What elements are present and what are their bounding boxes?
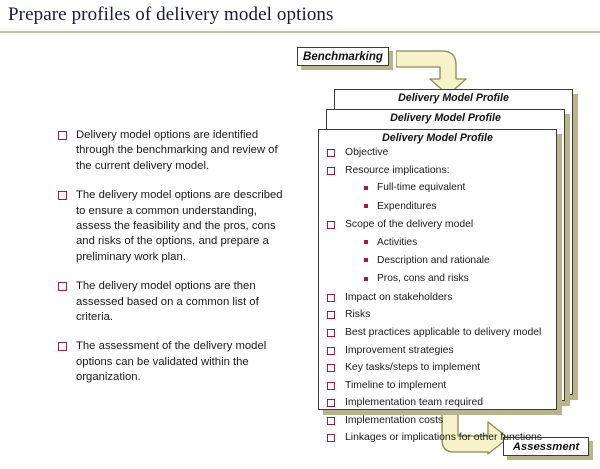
profile-item-text: Scope of the delivery model: [345, 218, 474, 230]
benchmarking-label: Benchmarking: [303, 50, 383, 63]
profile-sublist-item: Pros, cons and risks: [325, 273, 556, 285]
profile-card-header: Delivery Model Profile: [382, 132, 493, 144]
profile-item-text: Objective: [345, 147, 389, 158]
profile-card-header: Delivery Model Profile: [398, 92, 509, 104]
square-bullet-icon: [58, 282, 67, 292]
profile-item-text: Risks: [345, 309, 371, 321]
profile-item-text: Resource implications:: [345, 164, 450, 176]
square-bullet-icon: [58, 342, 67, 352]
left-bullet-text: The delivery model options are then asse…: [76, 280, 259, 324]
left-bullet-text: Delivery model options are identified th…: [76, 129, 278, 172]
profile-item-text: Impact on stakeholders: [345, 291, 453, 303]
elbow-arrow-right-down-icon: [395, 47, 468, 97]
profile-list-item: Implementation costs: [325, 415, 556, 427]
square-bullet-icon: [327, 364, 335, 373]
square-bullet-icon: [327, 346, 335, 355]
page-title: Prepare profiles of delivery model optio…: [8, 4, 334, 25]
profile-list-item: Objective: [325, 147, 556, 159]
profile-sublist-item: Activities: [325, 237, 556, 249]
left-bullet-item: The assessment of the delivery model opt…: [58, 339, 283, 385]
profile-item-text: Implementation team required: [345, 397, 484, 409]
benchmarking-box[interactable]: Benchmarking: [297, 47, 389, 66]
square-bullet-icon: [327, 293, 335, 302]
left-bullet-item: The delivery model options are described…: [58, 188, 283, 265]
profile-item-text: Pros, cons and risks: [377, 273, 469, 285]
profile-item-text: Improvement strategies: [345, 344, 454, 356]
elbow-arrow-down-right-icon: [440, 407, 512, 456]
square-bullet-icon: [327, 149, 335, 157]
profile-item-text: Activities: [377, 236, 418, 248]
assessment-label: Assessment: [512, 440, 580, 453]
profile-item-text: Best practices applicable to delivery mo…: [345, 326, 542, 338]
small-square-bullet-icon: [364, 185, 368, 190]
small-square-bullet-icon: [364, 258, 368, 263]
profile-list-item: Key tasks/steps to implement: [325, 362, 556, 374]
profile-list-item: Impact on stakeholders: [325, 292, 556, 304]
square-bullet-icon: [58, 131, 67, 140]
left-bullet-list: Delivery model options are identified th…: [58, 128, 283, 400]
left-bullet-text: The assessment of the delivery model opt…: [76, 340, 267, 384]
profile-list-item: Scope of the delivery model: [325, 219, 556, 231]
square-bullet-icon: [327, 166, 335, 175]
profile-list-item: Risks: [325, 309, 556, 321]
small-square-bullet-icon: [364, 240, 368, 245]
small-square-bullet-icon: [364, 276, 368, 281]
square-bullet-icon: [327, 381, 335, 390]
square-bullet-icon: [327, 328, 335, 337]
square-bullet-icon: [327, 434, 335, 443]
profile-list-item: Timeline to implement: [325, 380, 556, 392]
small-square-bullet-icon: [364, 204, 368, 209]
profile-item-text: Linkages or implications for other funct…: [345, 432, 542, 444]
profile-item-text: Expenditures: [377, 200, 437, 212]
profile-sublist-item: Expenditures: [325, 201, 556, 213]
profile-card-header: Delivery Model Profile: [390, 112, 501, 124]
left-bullet-item: The delivery model options are then asse…: [58, 279, 283, 325]
profile-list-item: Linkages or implications for other funct…: [325, 432, 556, 444]
left-bullet-item: Delivery model options are identified th…: [58, 128, 283, 174]
assessment-box[interactable]: Assessment: [503, 437, 589, 456]
profile-list-item: Improvement strategies: [325, 345, 556, 357]
title-divider: [0, 31, 600, 33]
profile-item-text: Timeline to implement: [345, 379, 447, 391]
profile-list-item: Implementation team required: [325, 397, 556, 409]
profile-item-text: Implementation costs: [345, 414, 444, 426]
profile-list-item: Best practices applicable to delivery mo…: [325, 327, 556, 339]
square-bullet-icon: [327, 311, 335, 320]
profile-sublist-item: Full-time equivalent: [325, 182, 556, 194]
square-bullet-icon: [327, 220, 335, 229]
profile-list-item: Resource implications:: [325, 165, 556, 177]
left-bullet-text: The delivery model options are described…: [76, 189, 283, 263]
profile-sublist-item: Description and rationale: [325, 255, 556, 267]
profile-item-text: Full-time equivalent: [377, 182, 466, 194]
profile-item-text: Description and rationale: [377, 254, 490, 266]
square-bullet-icon: [58, 191, 67, 201]
square-bullet-icon: [327, 416, 335, 425]
square-bullet-icon: [327, 399, 335, 408]
profile-item-text: Key tasks/steps to implement: [345, 362, 481, 374]
